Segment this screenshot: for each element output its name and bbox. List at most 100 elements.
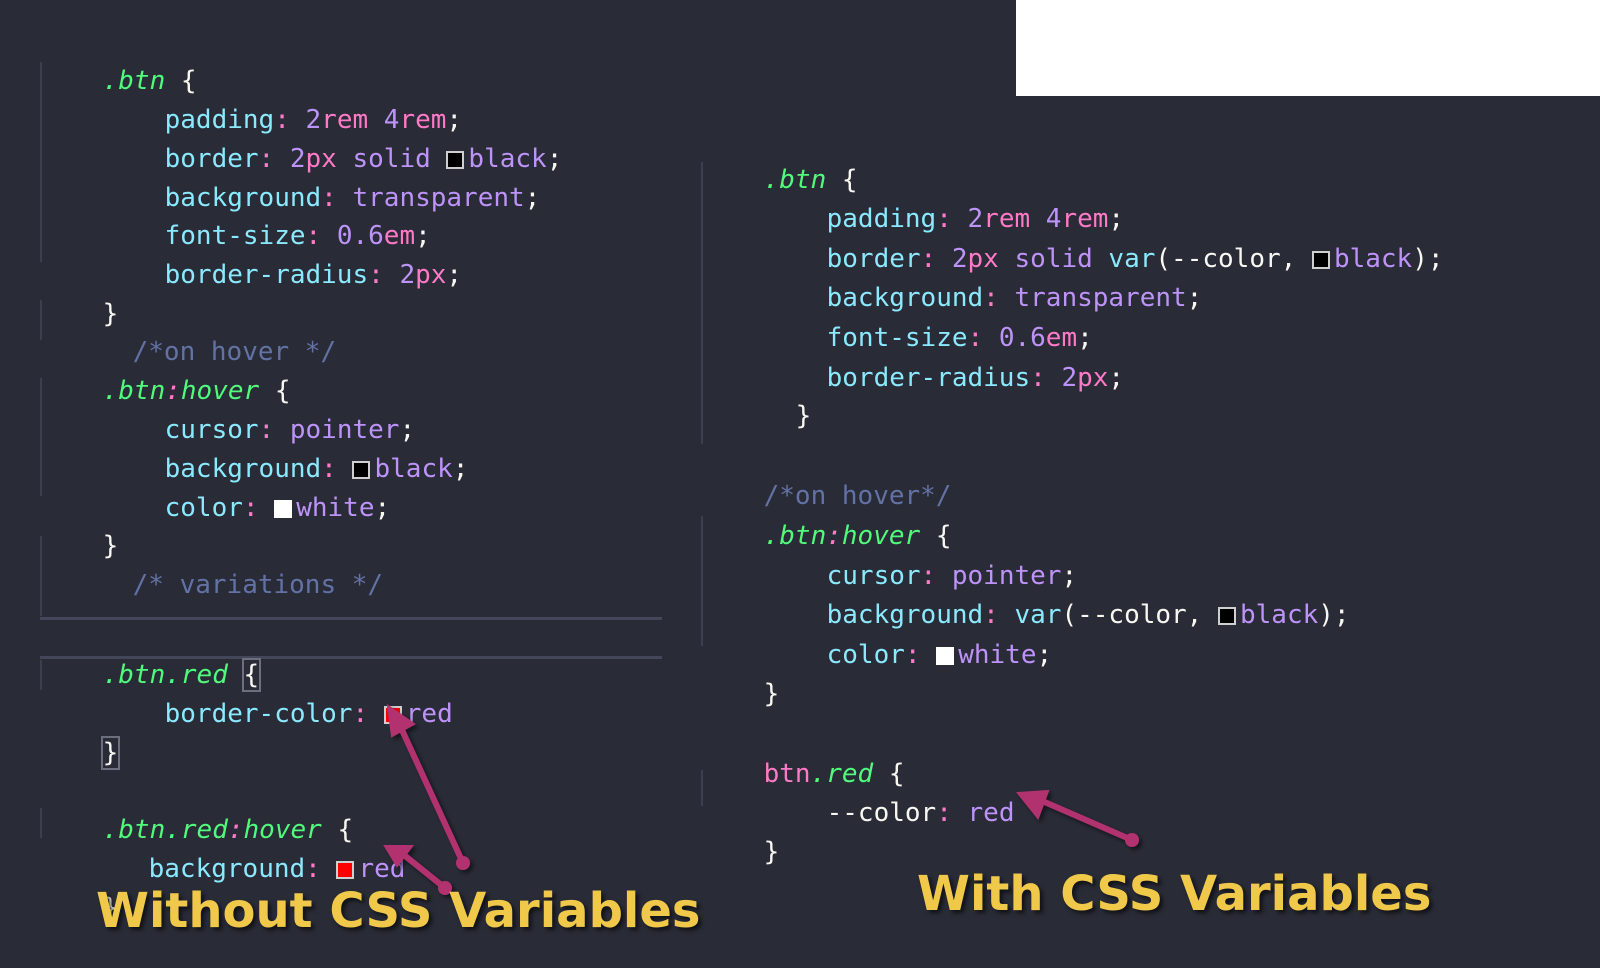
code-line: background: var(--color, black);	[826, 600, 1350, 630]
code-line: .btn.red:hover {	[102, 815, 354, 845]
code-line: /*on hover */	[70, 292, 337, 367]
selector: .btn	[763, 165, 827, 195]
custom-property: --color	[826, 798, 937, 828]
brace: }	[763, 837, 780, 867]
code-line: color: white;	[164, 493, 391, 523]
code-line: }	[40, 486, 119, 561]
property: padding	[164, 105, 275, 135]
unit: px	[1077, 363, 1109, 393]
indent-guide	[701, 770, 703, 806]
value: solid	[1014, 244, 1093, 274]
code-line: cursor: pointer;	[164, 415, 416, 445]
code-line: font-size: 0.6em;	[826, 323, 1093, 353]
value: 2	[951, 244, 968, 274]
unit: px	[305, 144, 337, 174]
custom-property-ref: --color,	[1077, 600, 1203, 630]
code-line: border-color: red	[164, 699, 453, 729]
unit: rem	[983, 204, 1031, 234]
code-line: }	[40, 254, 119, 329]
value: solid	[352, 144, 431, 174]
brace-match-highlight: {	[241, 658, 262, 692]
selector: .btn.red	[102, 660, 228, 690]
property: border-color	[164, 699, 353, 729]
value: 0.6	[998, 323, 1046, 353]
color-swatch-red	[336, 861, 355, 879]
brace: }	[795, 401, 812, 431]
code-line: padding: 2rem 4rem;	[826, 204, 1125, 234]
property: font-size	[164, 221, 306, 251]
unit: em	[383, 221, 416, 251]
code-line: /*on hover*/	[701, 436, 952, 511]
code-line: btn.red {	[701, 714, 905, 789]
color-swatch-black	[1311, 251, 1330, 269]
code-line: }	[701, 792, 780, 867]
code-line: --color: red	[826, 798, 1015, 828]
code-line: }	[40, 848, 119, 923]
indent-guide	[40, 660, 42, 690]
value: white	[958, 640, 1037, 670]
right-panel-title: With CSS Variables	[917, 866, 1432, 922]
color-swatch-white	[936, 647, 955, 665]
tag-selector: btn	[763, 759, 811, 789]
indent-guide	[40, 536, 42, 616]
property: border-radius	[164, 260, 369, 290]
selector: .btn	[102, 66, 166, 96]
property: border	[826, 244, 921, 274]
code-line: font-size: 0.6em;	[164, 221, 431, 251]
code-line: /* variations */	[70, 525, 383, 600]
code-line: .btn {	[701, 120, 858, 195]
color-swatch-black	[1218, 607, 1236, 625]
property: border-radius	[826, 363, 1031, 393]
value: transparent	[352, 183, 525, 213]
comment: /* variations */	[132, 570, 384, 600]
value: red	[967, 798, 1015, 828]
property: border	[164, 144, 259, 174]
selector: .btn.red	[102, 815, 228, 845]
code-line: background: black;	[164, 454, 469, 484]
custom-property-ref: --color,	[1171, 244, 1297, 274]
code-line: }	[733, 356, 812, 431]
var-function: var	[1014, 600, 1062, 630]
code-line: .btn.red {	[40, 615, 262, 692]
unit: px	[967, 244, 999, 274]
unit: rem	[1061, 204, 1109, 234]
unit: em	[1045, 323, 1078, 353]
code-line: cursor: pointer;	[826, 561, 1078, 591]
property: padding	[826, 204, 937, 234]
value: 4	[383, 105, 400, 135]
color-swatch-black	[446, 151, 465, 169]
selector: .btn	[763, 521, 827, 551]
class-selector: .red	[810, 759, 874, 789]
comment: /*on hover */	[132, 337, 337, 367]
property: background	[826, 283, 984, 313]
code-line: border: 2px solid var(--color, black);	[826, 244, 1444, 274]
code-line: color: white;	[826, 640, 1053, 670]
indent-guide	[701, 162, 703, 444]
code-line: border-radius: 2px;	[826, 363, 1125, 393]
brace: }	[102, 531, 119, 561]
value: pointer	[951, 561, 1062, 591]
code-line: .btn {	[40, 21, 197, 96]
property: font-size	[826, 323, 968, 353]
indent-guide	[40, 378, 42, 496]
indent-guide	[40, 300, 42, 340]
brace: {	[935, 521, 952, 551]
code-line: .btn:hover {	[102, 376, 291, 406]
selector: .btn	[102, 376, 166, 406]
arrow-icon	[1016, 789, 1139, 847]
code-line: .btn:hover {	[763, 521, 952, 551]
property: cursor	[164, 415, 259, 445]
code-line: padding: 2rem 4rem;	[164, 105, 463, 135]
indent-guide	[40, 808, 42, 838]
var-function: var	[1108, 244, 1156, 274]
brace: {	[337, 815, 354, 845]
code-line: border-radius: 2px;	[164, 260, 463, 290]
value: 2	[289, 144, 306, 174]
value: 0.6	[336, 221, 384, 251]
pseudo-class: hover	[180, 376, 260, 406]
value: black	[1333, 244, 1413, 274]
value: black	[374, 454, 453, 484]
code-line: border: 2px solid black;	[164, 144, 563, 174]
brace: {	[841, 165, 858, 195]
